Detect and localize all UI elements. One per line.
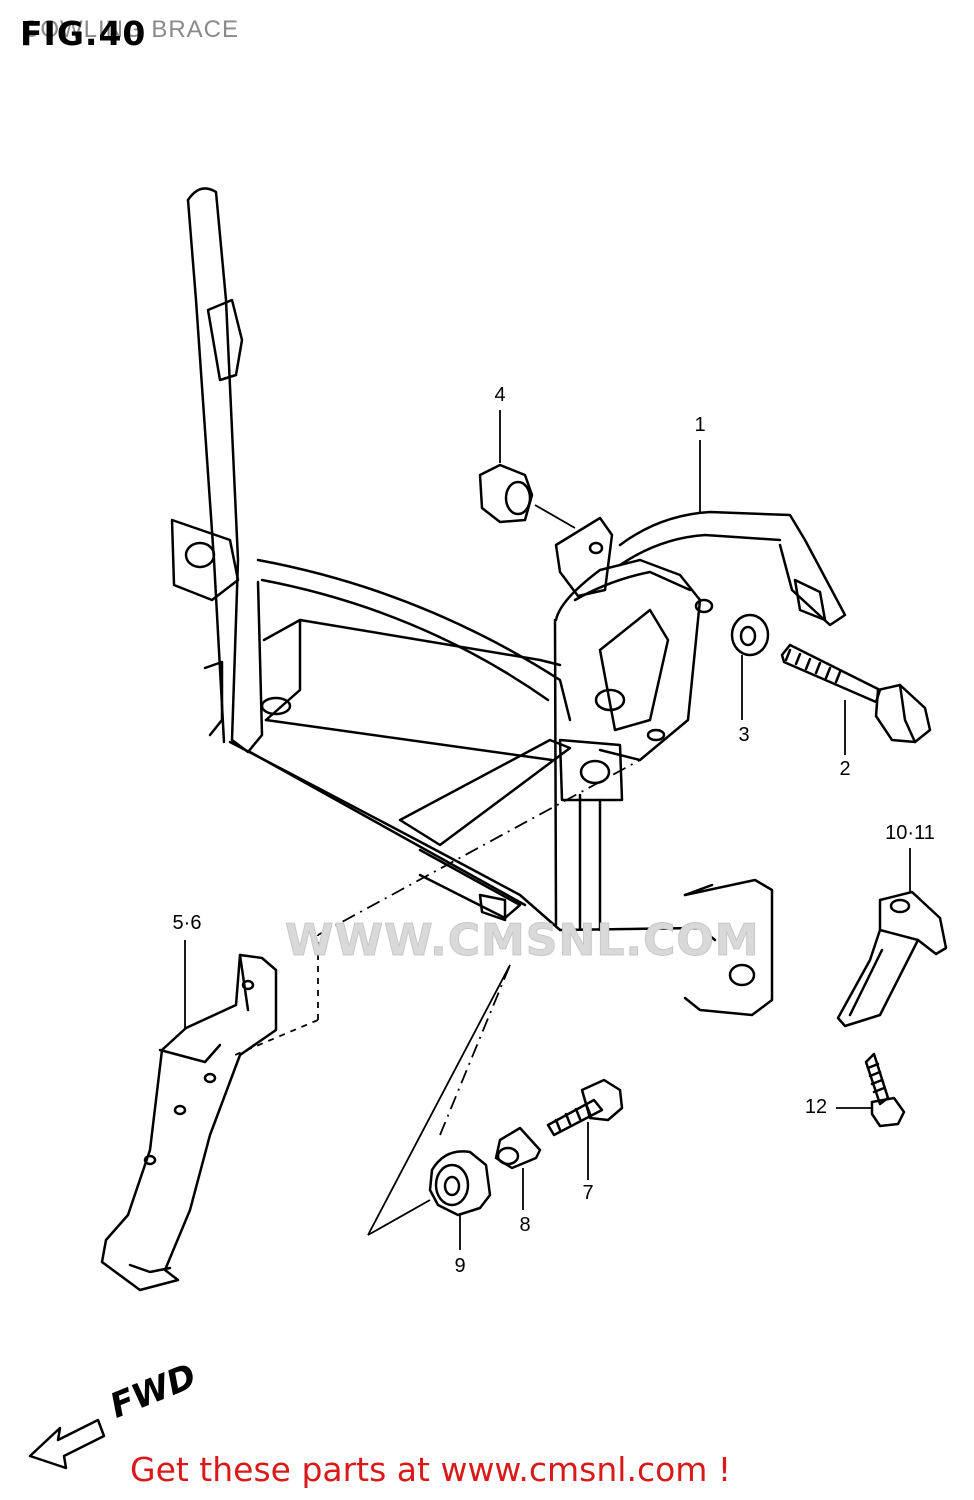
bolt-part-2 [780, 643, 932, 744]
callout-9: 9 [454, 1255, 466, 1277]
figure-title: FIG.40 [20, 14, 147, 53]
callout-12: 12 [804, 1096, 828, 1118]
washer-part-3 [730, 613, 770, 657]
clip-bracket-10-11 [836, 890, 948, 1028]
bolt-part-7 [546, 1078, 624, 1137]
callout-1: 1 [694, 414, 706, 436]
callout-3: 3 [738, 724, 750, 746]
callout-5-6: 5·6 [172, 912, 202, 934]
cowling-brace-frame [170, 187, 847, 1017]
callout-2: 2 [839, 758, 851, 780]
callout-10-11: 10·11 [885, 822, 935, 844]
lower-bracket-5-6 [100, 953, 278, 1292]
callout-8: 8 [519, 1214, 531, 1236]
grommet-part-9 [428, 1150, 492, 1217]
watermark-text: WWW.CMSNL.COM [285, 915, 760, 967]
callout-4: 4 [494, 384, 506, 406]
callout-7: 7 [582, 1182, 594, 1204]
screw-part-12 [864, 1052, 906, 1128]
figure-subtitle: COWLING BRACE [22, 16, 240, 43]
collar-part-8 [494, 1126, 542, 1170]
leader-lines [184, 410, 911, 1250]
fwd-arrow-icon [28, 1418, 106, 1470]
footer-link-text[interactable]: Get these parts at www.cmsnl.com ! [130, 1450, 732, 1489]
nut-part-4 [478, 463, 534, 524]
